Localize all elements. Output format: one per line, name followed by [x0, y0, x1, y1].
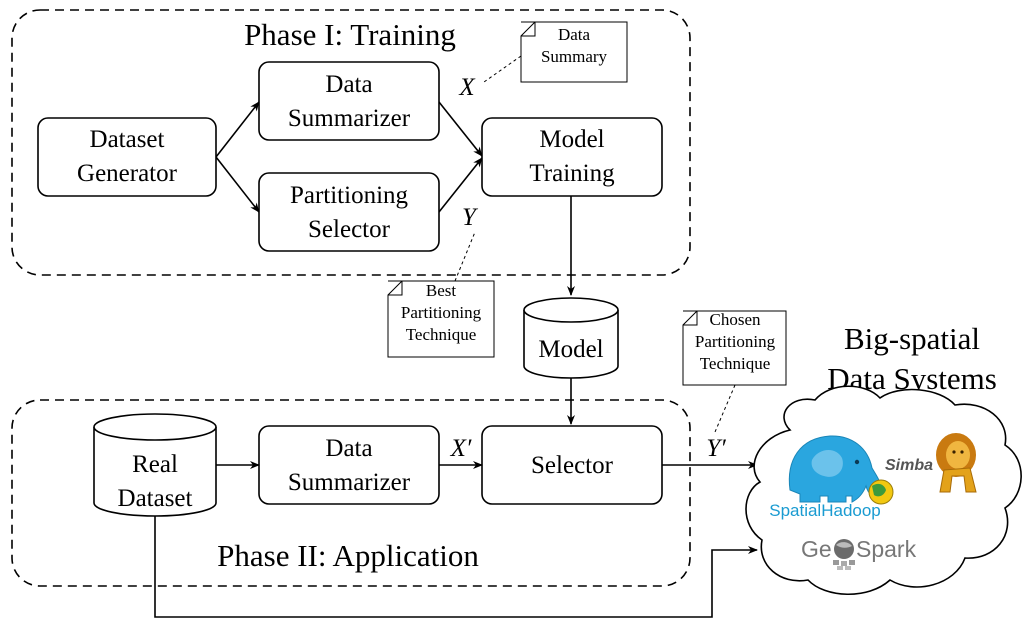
arrow-selector-to-training: [438, 157, 483, 213]
chosen-partitioning-note-line-3: Technique: [700, 354, 771, 373]
dataset-generator-label-2: Generator: [77, 160, 178, 187]
model-cylinder: Model: [523, 297, 619, 379]
best-partitioning-note-line-1: Best: [426, 281, 457, 300]
dataset-generator-label-1: Dataset: [90, 126, 165, 153]
model-training-box: Model Training: [481, 117, 663, 197]
phase-training-container: [11, 9, 691, 276]
spatialhadoop-label: SpatialHadoop: [769, 501, 881, 520]
model-training-label-2: Training: [529, 160, 615, 187]
best-partitioning-note: Best Partitioning Technique: [387, 280, 495, 358]
chosen-partitioning-note-line-2: Partitioning: [695, 332, 776, 351]
model-cylinder-label: Model: [538, 336, 603, 363]
geospark-globe-icon: [833, 539, 855, 570]
arrow-generator-to-summarizer: [215, 101, 260, 158]
arrow-summarizer-to-training: [438, 101, 483, 157]
edge-label-x-prime: X′: [450, 435, 472, 462]
selector-box: Selector: [481, 425, 663, 505]
data-summary-note: Data Summary: [520, 21, 628, 83]
best-partitioning-note-line-3: Technique: [406, 325, 477, 344]
geospark-label-suffix: Spark: [856, 536, 917, 562]
simba-logo: Simba: [885, 433, 977, 493]
geospark-logo: Ge Spark: [801, 536, 917, 570]
edge-label-y: Y: [462, 204, 479, 231]
spatialhadoop-logo: SpatialHadoop: [769, 435, 894, 520]
edge-label-y-prime: Y′: [706, 435, 726, 462]
data-summary-note-line-2: Summary: [541, 47, 608, 66]
real-dataset-label-2: Dataset: [118, 485, 193, 512]
chosen-partitioning-note-line-1: Chosen: [710, 310, 762, 329]
phase-application-title: Phase II: Application: [217, 538, 479, 573]
partitioning-selector-box: Partitioning Selector: [258, 172, 440, 252]
geospark-label-prefix: Ge: [801, 536, 832, 562]
data-summarizer-app-box: Data Summarizer: [258, 425, 440, 505]
data-summarizer-train-box: Data Summarizer: [258, 61, 440, 141]
arrow-dataset-to-systems: [154, 516, 758, 618]
data-summarizer-app-label-1: Data: [325, 435, 372, 462]
elephant-icon: [788, 435, 882, 503]
data-summarizer-train-label-2: Summarizer: [288, 105, 411, 132]
best-partitioning-note-connector: [454, 231, 476, 282]
data-summarizer-app-label-2: Summarizer: [288, 469, 411, 496]
chosen-partitioning-note-connector: [714, 384, 736, 433]
systems-title-line-1: Big-spatial: [844, 321, 980, 356]
lion-icon: [936, 433, 977, 493]
model-training-label-1: Model: [539, 126, 604, 153]
globe-icon: [868, 479, 894, 505]
partitioning-selector-label-1: Partitioning: [290, 182, 409, 209]
edge-label-x: X: [458, 74, 476, 101]
real-dataset-cylinder: Real Dataset: [93, 413, 217, 517]
data-summarizer-train-label-1: Data: [325, 71, 372, 98]
data-summary-note-line-1: Data: [558, 25, 591, 44]
partitioning-selector-label-2: Selector: [308, 216, 391, 243]
arrow-generator-to-selector: [215, 156, 260, 213]
selector-label: Selector: [531, 452, 614, 479]
phase-training-title: Phase I: Training: [244, 17, 456, 52]
chosen-partitioning-note: Chosen Partitioning Technique: [682, 310, 787, 386]
dataset-generator-box: Dataset Generator: [37, 117, 217, 197]
real-dataset-label-1: Real: [132, 451, 178, 478]
best-partitioning-note-line-2: Partitioning: [401, 303, 482, 322]
data-summary-note-connector: [483, 55, 522, 83]
simba-label: Simba: [885, 457, 933, 474]
